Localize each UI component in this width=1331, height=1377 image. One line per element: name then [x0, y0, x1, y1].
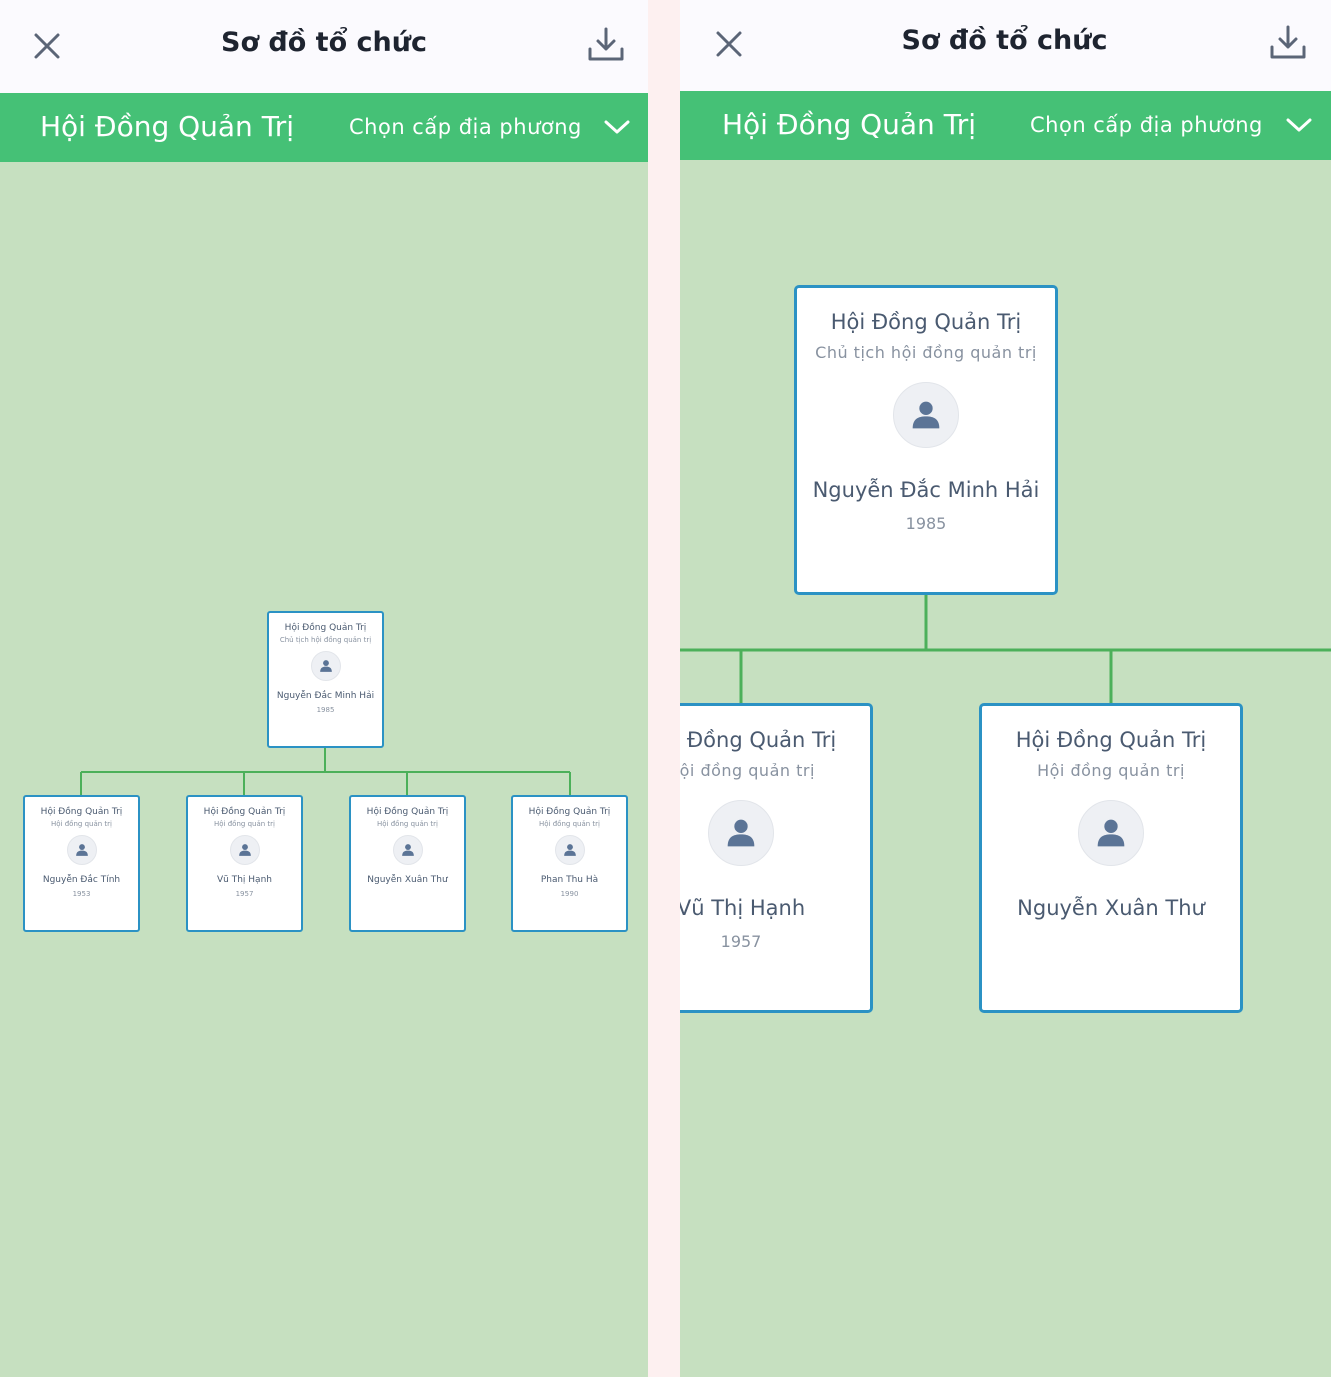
download-icon[interactable] [587, 27, 625, 63]
node-person-name: Phan Thu Hà [540, 875, 599, 885]
org-node-root[interactable]: Hội Đồng Quản Trị Chủ tịch hội đồng quản… [794, 285, 1058, 595]
org-node-child[interactable]: Hội Đồng Quản Trị Hội đồng quản trị Vũ T… [186, 795, 303, 932]
avatar [310, 651, 341, 681]
node-birth-year: 1957 [720, 932, 762, 951]
node-position: Hội đồng quản trị [377, 820, 438, 828]
node-department: Hội Đồng Quản Trị [830, 310, 1022, 334]
node-person-name: Nguyễn Đắc Tính [42, 875, 121, 885]
level-select[interactable]: Chọn cấp địa phương [1030, 113, 1263, 137]
page-title: Sơ đồ tổ chức [901, 25, 1108, 56]
node-position: Hội đồng quản trị [680, 761, 815, 780]
avatar [554, 835, 585, 865]
node-position: Hội đồng quản trị [1037, 761, 1185, 780]
top-app-bar: Sơ đồ tổ chức [680, 0, 1331, 93]
node-person-name: Nguyễn Xuân Thư [367, 875, 448, 885]
org-node-child[interactable]: Hội Đồng Quản Trị Hội đồng quản trị Nguy… [23, 795, 140, 932]
node-position: Hội đồng quản trị [539, 820, 600, 828]
node-department: Hội Đồng Quản Trị [680, 728, 837, 752]
page-title: Sơ đồ tổ chức [221, 27, 427, 58]
user-icon [238, 844, 251, 856]
org-node-child[interactable]: Hội Đồng Quản Trị Hội đồng quản trị Vũ T… [680, 703, 873, 1013]
node-birth-year: 1957 [235, 890, 254, 898]
node-department: Hội Đồng Quản Trị [284, 623, 367, 633]
level-bar: Hội Đồng Quản Trị Chọn cấp địa phương [680, 91, 1331, 160]
level-bar: Hội Đồng Quản Trị Chọn cấp địa phương [0, 93, 648, 162]
org-node-child[interactable]: Hội Đồng Quản Trị Hội đồng quản trị Nguy… [349, 795, 466, 932]
node-birth-year: 1953 [72, 890, 91, 898]
chevron-down-icon[interactable] [604, 119, 630, 135]
avatar [66, 835, 97, 865]
user-icon [319, 660, 332, 672]
node-person-name: Vũ Thị Hạnh [680, 896, 806, 920]
node-department: Hội Đồng Quản Trị [203, 807, 286, 817]
org-chart-canvas[interactable]: Hội Đồng Quản Trị Chủ tịch hội đồng quản… [0, 162, 648, 1377]
close-icon[interactable] [715, 30, 743, 58]
node-birth-year: 1985 [905, 514, 947, 533]
node-position: Hội đồng quản trị [51, 820, 112, 828]
org-node-child[interactable]: Hội Đồng Quản Trị Hội đồng quản trị Phan… [511, 795, 628, 932]
user-icon [727, 819, 755, 847]
org-chart-canvas[interactable]: Hội Đồng Quản Trị Chủ tịch hội đồng quản… [680, 162, 1331, 1377]
avatar [1078, 800, 1144, 866]
org-node-root[interactable]: Hội Đồng Quản Trị Chủ tịch hội đồng quản… [267, 611, 384, 748]
node-person-name: Nguyễn Xuân Thư [1017, 896, 1205, 920]
node-person-name: Nguyễn Đắc Minh Hải [276, 691, 375, 701]
node-person-name: Nguyễn Đắc Minh Hải [812, 478, 1040, 502]
level-title: Hội Đồng Quản Trị [722, 108, 976, 141]
node-position: Hội đồng quản trị [214, 820, 275, 828]
node-birth-year: 1990 [560, 890, 579, 898]
user-icon [1097, 819, 1125, 847]
node-department: Hội Đồng Quản Trị [40, 807, 123, 817]
node-department: Hội Đồng Quản Trị [1015, 728, 1207, 752]
user-icon [75, 844, 88, 856]
org-node-child[interactable]: Hội Đồng Quản Trị Hội đồng quản trị Nguy… [979, 703, 1243, 1013]
node-department: Hội Đồng Quản Trị [366, 807, 449, 817]
level-select[interactable]: Chọn cấp địa phương [349, 115, 582, 139]
level-title: Hội Đồng Quản Trị [40, 110, 294, 143]
node-birth-year: 1985 [316, 706, 335, 714]
connector-lines [80, 748, 571, 796]
org-chart-screen-zoomed-out: Sơ đồ tổ chức Hội Đồng Quản Trị Chọn cấp… [0, 0, 648, 1377]
download-icon[interactable] [1269, 25, 1307, 61]
user-icon [912, 401, 940, 429]
node-department: Hội Đồng Quản Trị [528, 807, 611, 817]
top-app-bar: Sơ đồ tổ chức [0, 0, 648, 93]
chevron-down-icon[interactable] [1286, 117, 1312, 133]
org-chart-screen-zoomed-in: Sơ đồ tổ chức Hội Đồng Quản Trị Chọn cấp… [680, 0, 1331, 1377]
connector-lines [680, 595, 1331, 704]
node-person-name: Vũ Thị Hạnh [217, 875, 272, 885]
node-position: Chủ tịch hội đồng quản trị [815, 343, 1037, 362]
node-position: Chủ tịch hội đồng quản trị [279, 636, 372, 644]
close-icon[interactable] [33, 32, 61, 60]
avatar [392, 835, 423, 865]
user-icon [563, 844, 576, 856]
avatar [708, 800, 774, 866]
avatar [893, 382, 959, 448]
avatar [229, 835, 260, 865]
user-icon [401, 844, 414, 856]
